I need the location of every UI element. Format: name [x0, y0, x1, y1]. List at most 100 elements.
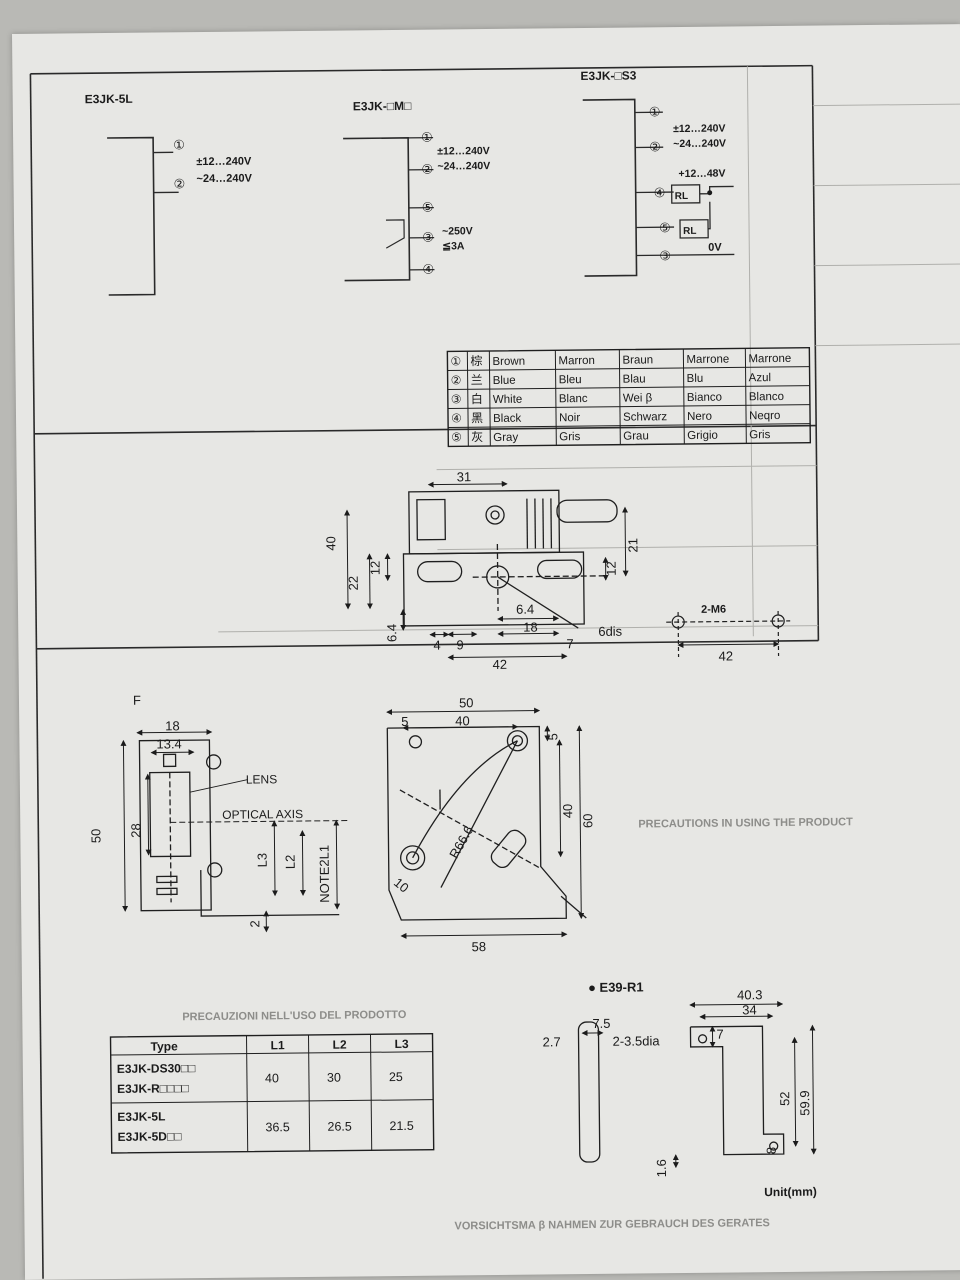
type-dimension-value: 21.5	[389, 1119, 414, 1133]
relay-load-2: RL	[683, 226, 696, 237]
dim-6-4: 6.4	[516, 602, 534, 617]
color-table-cell: Gris	[749, 429, 770, 441]
color-table-cell: Neqro	[749, 410, 780, 422]
color-table-cell: ②	[451, 373, 462, 387]
relay-load-1: RL	[675, 191, 688, 202]
color-table-cell: Grigio	[687, 430, 718, 442]
dim-18: 18	[523, 620, 538, 635]
dim-40-vertical: 40	[560, 804, 575, 819]
type-table-header: L3	[395, 1037, 409, 1051]
dim-40-3: 40.3	[737, 987, 762, 1002]
voltage-dc: ±12…240V	[437, 145, 490, 158]
dim-59-9: 59.9	[797, 1090, 812, 1115]
pin-3-label: ③	[659, 248, 671, 263]
dim-2-3-5dia: 2-3.5dia	[613, 1033, 661, 1048]
relay-current: ≦3A	[442, 240, 465, 252]
dim-7: 7	[566, 636, 573, 651]
color-table-cell: ⑤	[451, 430, 462, 444]
type-dimension-value: 25	[389, 1070, 403, 1084]
pin-2-label: ②	[421, 162, 433, 177]
wiring-e3jk-m: E3JK-□M□ ① ② ⑤ ③ ④ ±12…240V ~24…240V ~25…	[343, 99, 490, 282]
color-table-cell: Blu	[687, 373, 704, 385]
type-name: E3JK-DS30□□	[117, 1061, 196, 1076]
type-name: E3JK-R□□□□	[117, 1081, 189, 1096]
color-table-cell: White	[493, 394, 523, 406]
dim-1-6: 1.6	[654, 1159, 669, 1177]
color-table-cell: Grau	[623, 430, 649, 442]
color-table-cell: 棕	[470, 353, 482, 368]
dim-13-4: 13.4	[156, 736, 181, 751]
label-l2: L2	[283, 855, 298, 870]
type-name: E3JK-5L	[117, 1109, 165, 1124]
color-table-cell: 兰	[471, 373, 483, 387]
background-table-ghost	[218, 66, 960, 637]
dim-9: 9	[456, 637, 463, 652]
color-table-cell: Azul	[749, 372, 771, 384]
color-table-cell: Braun	[622, 354, 653, 366]
color-table-cell: Blau	[623, 373, 646, 385]
dim-2-m6: 2-M6	[701, 604, 726, 616]
color-table-cell: 白	[471, 391, 483, 406]
pin-5-label: ⑤	[422, 200, 434, 215]
unit-label: Unit(mm)	[764, 1185, 817, 1200]
label-lens: LENS	[246, 772, 278, 786]
pin-1-label: ①	[173, 137, 185, 152]
color-table-cell: 灰	[471, 430, 483, 444]
bracket-dimension-text: 50 40 5 5 40 60 R66.6 10 58	[391, 695, 595, 954]
color-table-cell: Bleu	[559, 374, 582, 386]
type-dimension-value: 26.5	[327, 1120, 352, 1134]
type-dimension-value: 36.5	[265, 1120, 290, 1134]
relay-voltage: ~250V	[442, 225, 473, 237]
pin-3-label: ③	[422, 230, 434, 245]
dim-8: 8	[764, 1147, 779, 1154]
wiring-e3jk-s3: E3JK-□S3 ① ② ④ ⑤ ③ ±12…240V ~24…240V +12…	[580, 68, 735, 277]
e39-r1-title: ● E39-R1	[588, 979, 644, 995]
voltage-dc: ±12…240V	[673, 123, 726, 136]
type-table-header: L2	[333, 1038, 347, 1052]
label-l3: L3	[255, 853, 270, 868]
label-optical-axis: OPTICAL AXIS	[222, 807, 303, 822]
top-dimension-text: 31 40 22 12 21 12 6.4 18 4 9 7 42 6dis 6…	[323, 469, 733, 672]
precautions-heading: PRECAUTIONS IN USING THE PRODUCT	[638, 816, 853, 830]
dim-21: 21	[625, 538, 640, 553]
color-table-cell: ③	[451, 392, 462, 406]
dim-r66-6: R66.6	[446, 823, 476, 861]
dim-58: 58	[472, 939, 487, 954]
pin-5-label: ⑤	[659, 220, 671, 235]
zero-volt: 0V	[708, 242, 722, 254]
wiring-e3jk-5l: E3JK-5L ① ② ±12…240V ~24…240V	[85, 92, 253, 296]
bracket-dimension-lines	[386, 707, 585, 939]
dim-7-5: 7.5	[592, 1016, 610, 1031]
dim-7: 7	[716, 1027, 723, 1042]
precauzioni-heading: PRECAUZIONI NELL'USO DEL PRODOTTO	[182, 1009, 407, 1023]
color-table-cell: Schwarz	[623, 411, 667, 423]
label-f: F	[133, 693, 141, 708]
dim-2-7: 2.7	[543, 1034, 561, 1049]
dim-6-4-vertical: 6.4	[384, 624, 399, 642]
wiring-title-m: E3JK-□M□	[353, 99, 412, 114]
color-table-cell: Blue	[493, 375, 516, 387]
load-voltage: +12…48V	[678, 168, 725, 180]
type-name: E3JK-5D□□	[117, 1129, 181, 1144]
mounting-bracket-drawing	[386, 725, 587, 921]
dim-2: 2	[247, 920, 262, 927]
instruction-sheet: E3JK-5L ① ② ±12…240V ~24…240V E3JK-□M□ ①…	[12, 24, 960, 1280]
pin-2-label: ②	[173, 176, 185, 191]
color-table-cell: Nero	[687, 411, 712, 423]
color-table-cell: Bianco	[687, 392, 722, 404]
type-dimension-value: 30	[327, 1071, 341, 1085]
dim-40: 40	[455, 713, 470, 728]
color-table-cell: Gray	[493, 432, 518, 444]
color-table-cell: Marrone	[686, 354, 729, 366]
dim-31: 31	[457, 469, 472, 484]
dim-12-right: 12	[604, 561, 619, 576]
color-table-cell: Brown	[492, 356, 525, 368]
type-dimension-value: 40	[265, 1071, 279, 1085]
dim-42-holes: 42	[718, 648, 733, 663]
color-table-cell: Black	[493, 413, 521, 425]
color-table-cell: ④	[451, 411, 462, 425]
dim-22: 22	[346, 576, 361, 591]
frame-lines	[29, 64, 820, 1279]
